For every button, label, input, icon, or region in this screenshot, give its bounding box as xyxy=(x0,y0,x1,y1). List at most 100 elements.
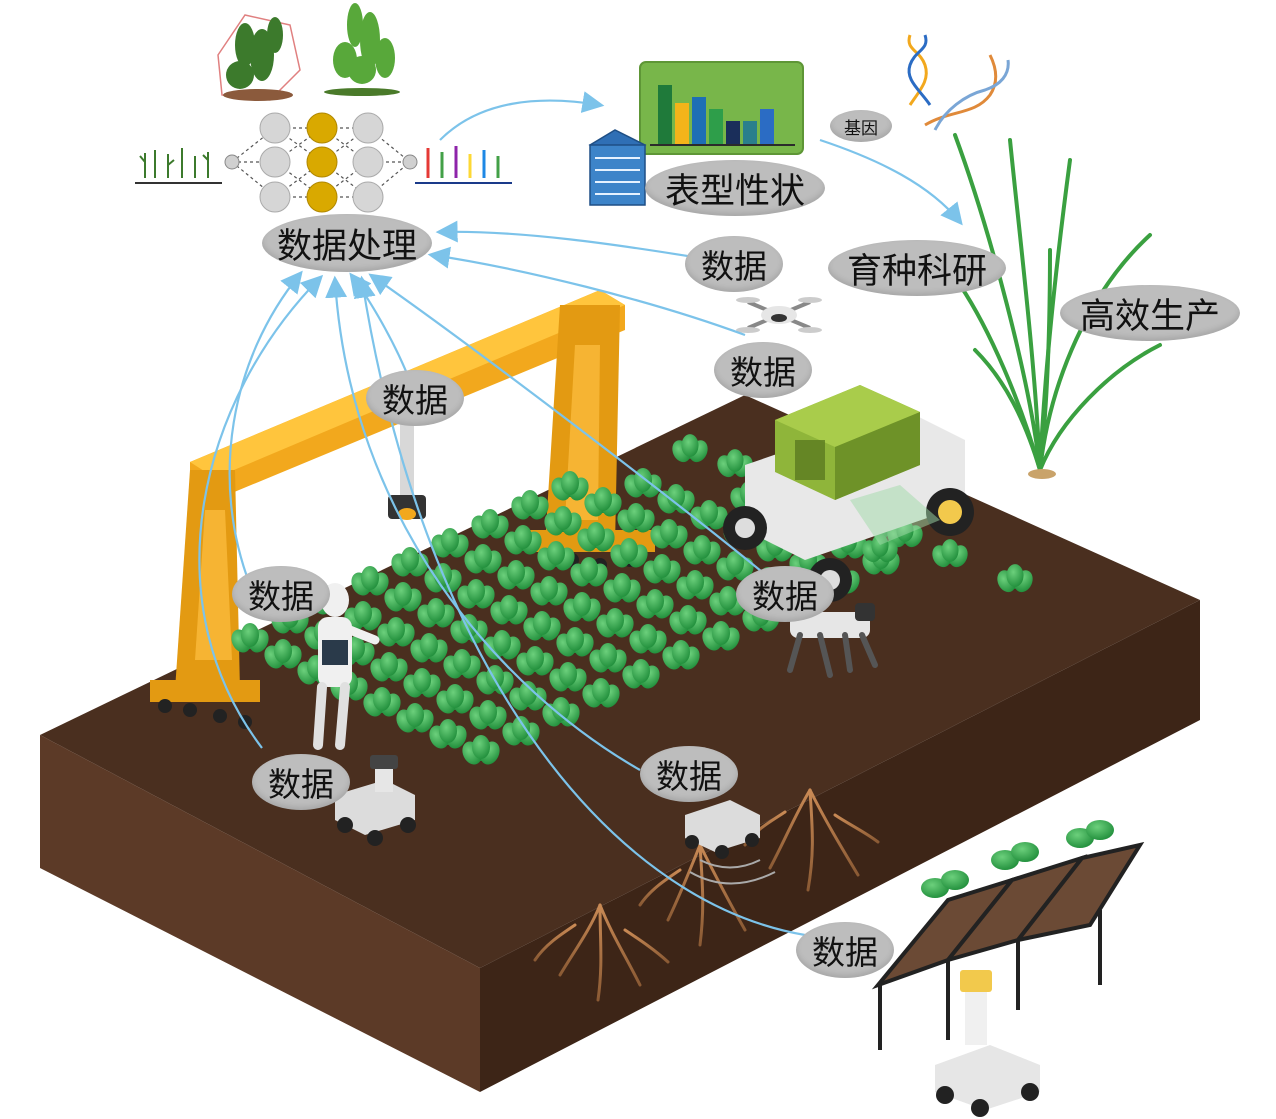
crop-plant xyxy=(556,627,594,657)
soil-front-face xyxy=(40,735,480,1092)
crop-plant xyxy=(676,570,714,600)
crop-plant xyxy=(603,573,641,603)
uav-drone xyxy=(736,297,822,333)
data-processing-label: 数据处理 xyxy=(262,214,432,272)
crop-plant xyxy=(570,557,608,587)
crop-plant xyxy=(429,719,467,749)
data-label-humanoid: 数据 xyxy=(232,566,330,622)
plant-point-cloud-models xyxy=(217,3,400,101)
crop-plant xyxy=(443,649,481,679)
crop-plant xyxy=(363,687,401,717)
crop-plant xyxy=(436,684,474,714)
crop-plant xyxy=(490,595,528,625)
chart-bar xyxy=(760,109,774,145)
crop-plant xyxy=(636,589,674,619)
quadruped-robot xyxy=(787,603,878,678)
crop-plant xyxy=(504,525,542,555)
crop-plant xyxy=(589,643,627,673)
data-label-root-robot: 数据 xyxy=(640,746,738,802)
crop-plant xyxy=(431,528,469,558)
gene-label: 基因 xyxy=(830,110,892,142)
crop-plant xyxy=(662,640,700,670)
data-label-uav: 数据 xyxy=(685,236,783,292)
crop-plant xyxy=(462,735,500,765)
crop-plant xyxy=(497,560,535,590)
dna-icon xyxy=(907,34,1010,131)
crop-plant xyxy=(370,652,408,682)
crop-plant xyxy=(582,678,620,708)
root-phenotyping-rhizotron xyxy=(871,820,1145,1117)
crop-plant xyxy=(584,487,622,517)
crop-plant xyxy=(264,639,302,669)
chart-bar xyxy=(658,85,672,145)
phenotype-trait-label: 表型性状 xyxy=(645,160,825,216)
database-server-icon xyxy=(588,129,647,206)
chart-bar xyxy=(692,97,706,145)
crop-plant xyxy=(344,601,382,631)
crop-plant xyxy=(683,535,721,565)
crop-plant xyxy=(650,519,688,549)
crop-plant xyxy=(610,538,648,568)
plant-roots xyxy=(533,788,880,1002)
crop-plant xyxy=(483,630,521,660)
data-label-ground-robot: 数据 xyxy=(252,754,350,810)
crop-plant xyxy=(509,681,547,711)
crop-plant xyxy=(523,611,561,641)
crop-plant xyxy=(997,564,1033,593)
crop-plant xyxy=(716,551,754,581)
data-label-robot-dog: 数据 xyxy=(736,566,834,622)
crop-plant xyxy=(516,646,554,676)
seedling-images xyxy=(135,146,512,184)
crop-plant xyxy=(617,503,655,533)
phenotype-chart-panel xyxy=(639,61,804,155)
crop-plant xyxy=(511,490,549,520)
crop-plant xyxy=(417,598,455,628)
crop-plant xyxy=(530,576,568,606)
field-phenotyping-robot xyxy=(723,385,974,602)
crop-plant xyxy=(471,509,509,539)
crop-plant xyxy=(544,506,582,536)
crop-plant xyxy=(457,579,495,609)
crop-plant xyxy=(563,592,601,622)
crop-plant xyxy=(537,541,575,571)
crop-plant xyxy=(577,522,615,552)
crop-plant xyxy=(410,633,448,663)
chart-bar xyxy=(726,121,740,145)
crop-plant xyxy=(464,544,502,574)
crop-plant xyxy=(403,668,441,698)
crop-plant xyxy=(351,566,389,596)
chart-bars xyxy=(658,85,774,145)
crop-plant xyxy=(702,621,740,651)
crop-plant xyxy=(669,605,707,635)
neural-network-icon xyxy=(224,112,418,213)
crop-plant xyxy=(643,554,681,584)
rice-plant xyxy=(953,133,1162,479)
breeding-research-label: 育种科研 xyxy=(828,240,1006,296)
crop-plant xyxy=(377,617,415,647)
crop-plant xyxy=(629,624,667,654)
crop-plant xyxy=(542,697,580,727)
crop-plant xyxy=(384,582,422,612)
efficient-production-label: 高效生产 xyxy=(1060,285,1240,341)
data-label-rhizotron: 数据 xyxy=(796,922,894,978)
data-label-gantry: 数据 xyxy=(366,370,464,426)
crop-plant xyxy=(396,703,434,733)
data-flow-arrows xyxy=(198,91,963,937)
crop-plant xyxy=(672,434,708,463)
ground-robot-middle xyxy=(685,800,776,885)
humanoid-robot xyxy=(313,583,380,750)
crop-plant xyxy=(469,700,507,730)
crop-plant xyxy=(231,623,269,653)
data-label-field-robot: 数据 xyxy=(714,342,812,398)
crop-plant xyxy=(551,471,589,501)
crop-plant xyxy=(596,608,634,638)
crop-plant xyxy=(622,659,660,689)
chart-bar xyxy=(709,109,723,145)
chart-bar xyxy=(743,121,757,145)
crop-plant xyxy=(549,662,587,692)
chart-bar xyxy=(675,103,689,145)
ground-robot-left xyxy=(335,755,416,846)
crop-plant xyxy=(932,539,968,568)
crop-plant xyxy=(690,500,728,530)
